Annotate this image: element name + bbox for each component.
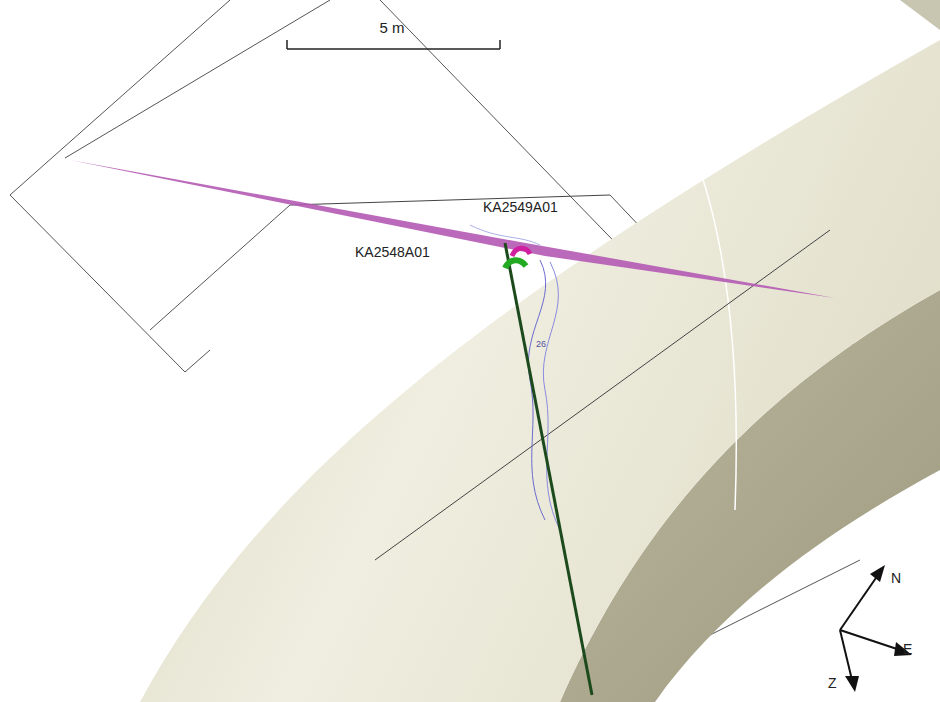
trace-line [470, 225, 540, 245]
trace-line [528, 260, 545, 520]
compass-label: Z [828, 676, 837, 691]
borehole-label: KA2549A01 [483, 200, 558, 215]
borehole [505, 243, 592, 695]
trace-number: 26 [536, 340, 546, 350]
tunnel-surface [140, 40, 940, 702]
scale-label: 5 m [379, 20, 404, 37]
section-line [700, 170, 736, 510]
fracture-plane [70, 160, 835, 298]
borehole-label: KA2548A01 [355, 245, 430, 260]
borehole-marker [505, 260, 526, 268]
compass [840, 565, 912, 692]
borehole-marker [512, 248, 530, 256]
scale-bar [287, 40, 500, 49]
compass-label: E [903, 642, 912, 657]
compass-label: N [891, 571, 901, 586]
tunnel-end [900, 0, 940, 30]
